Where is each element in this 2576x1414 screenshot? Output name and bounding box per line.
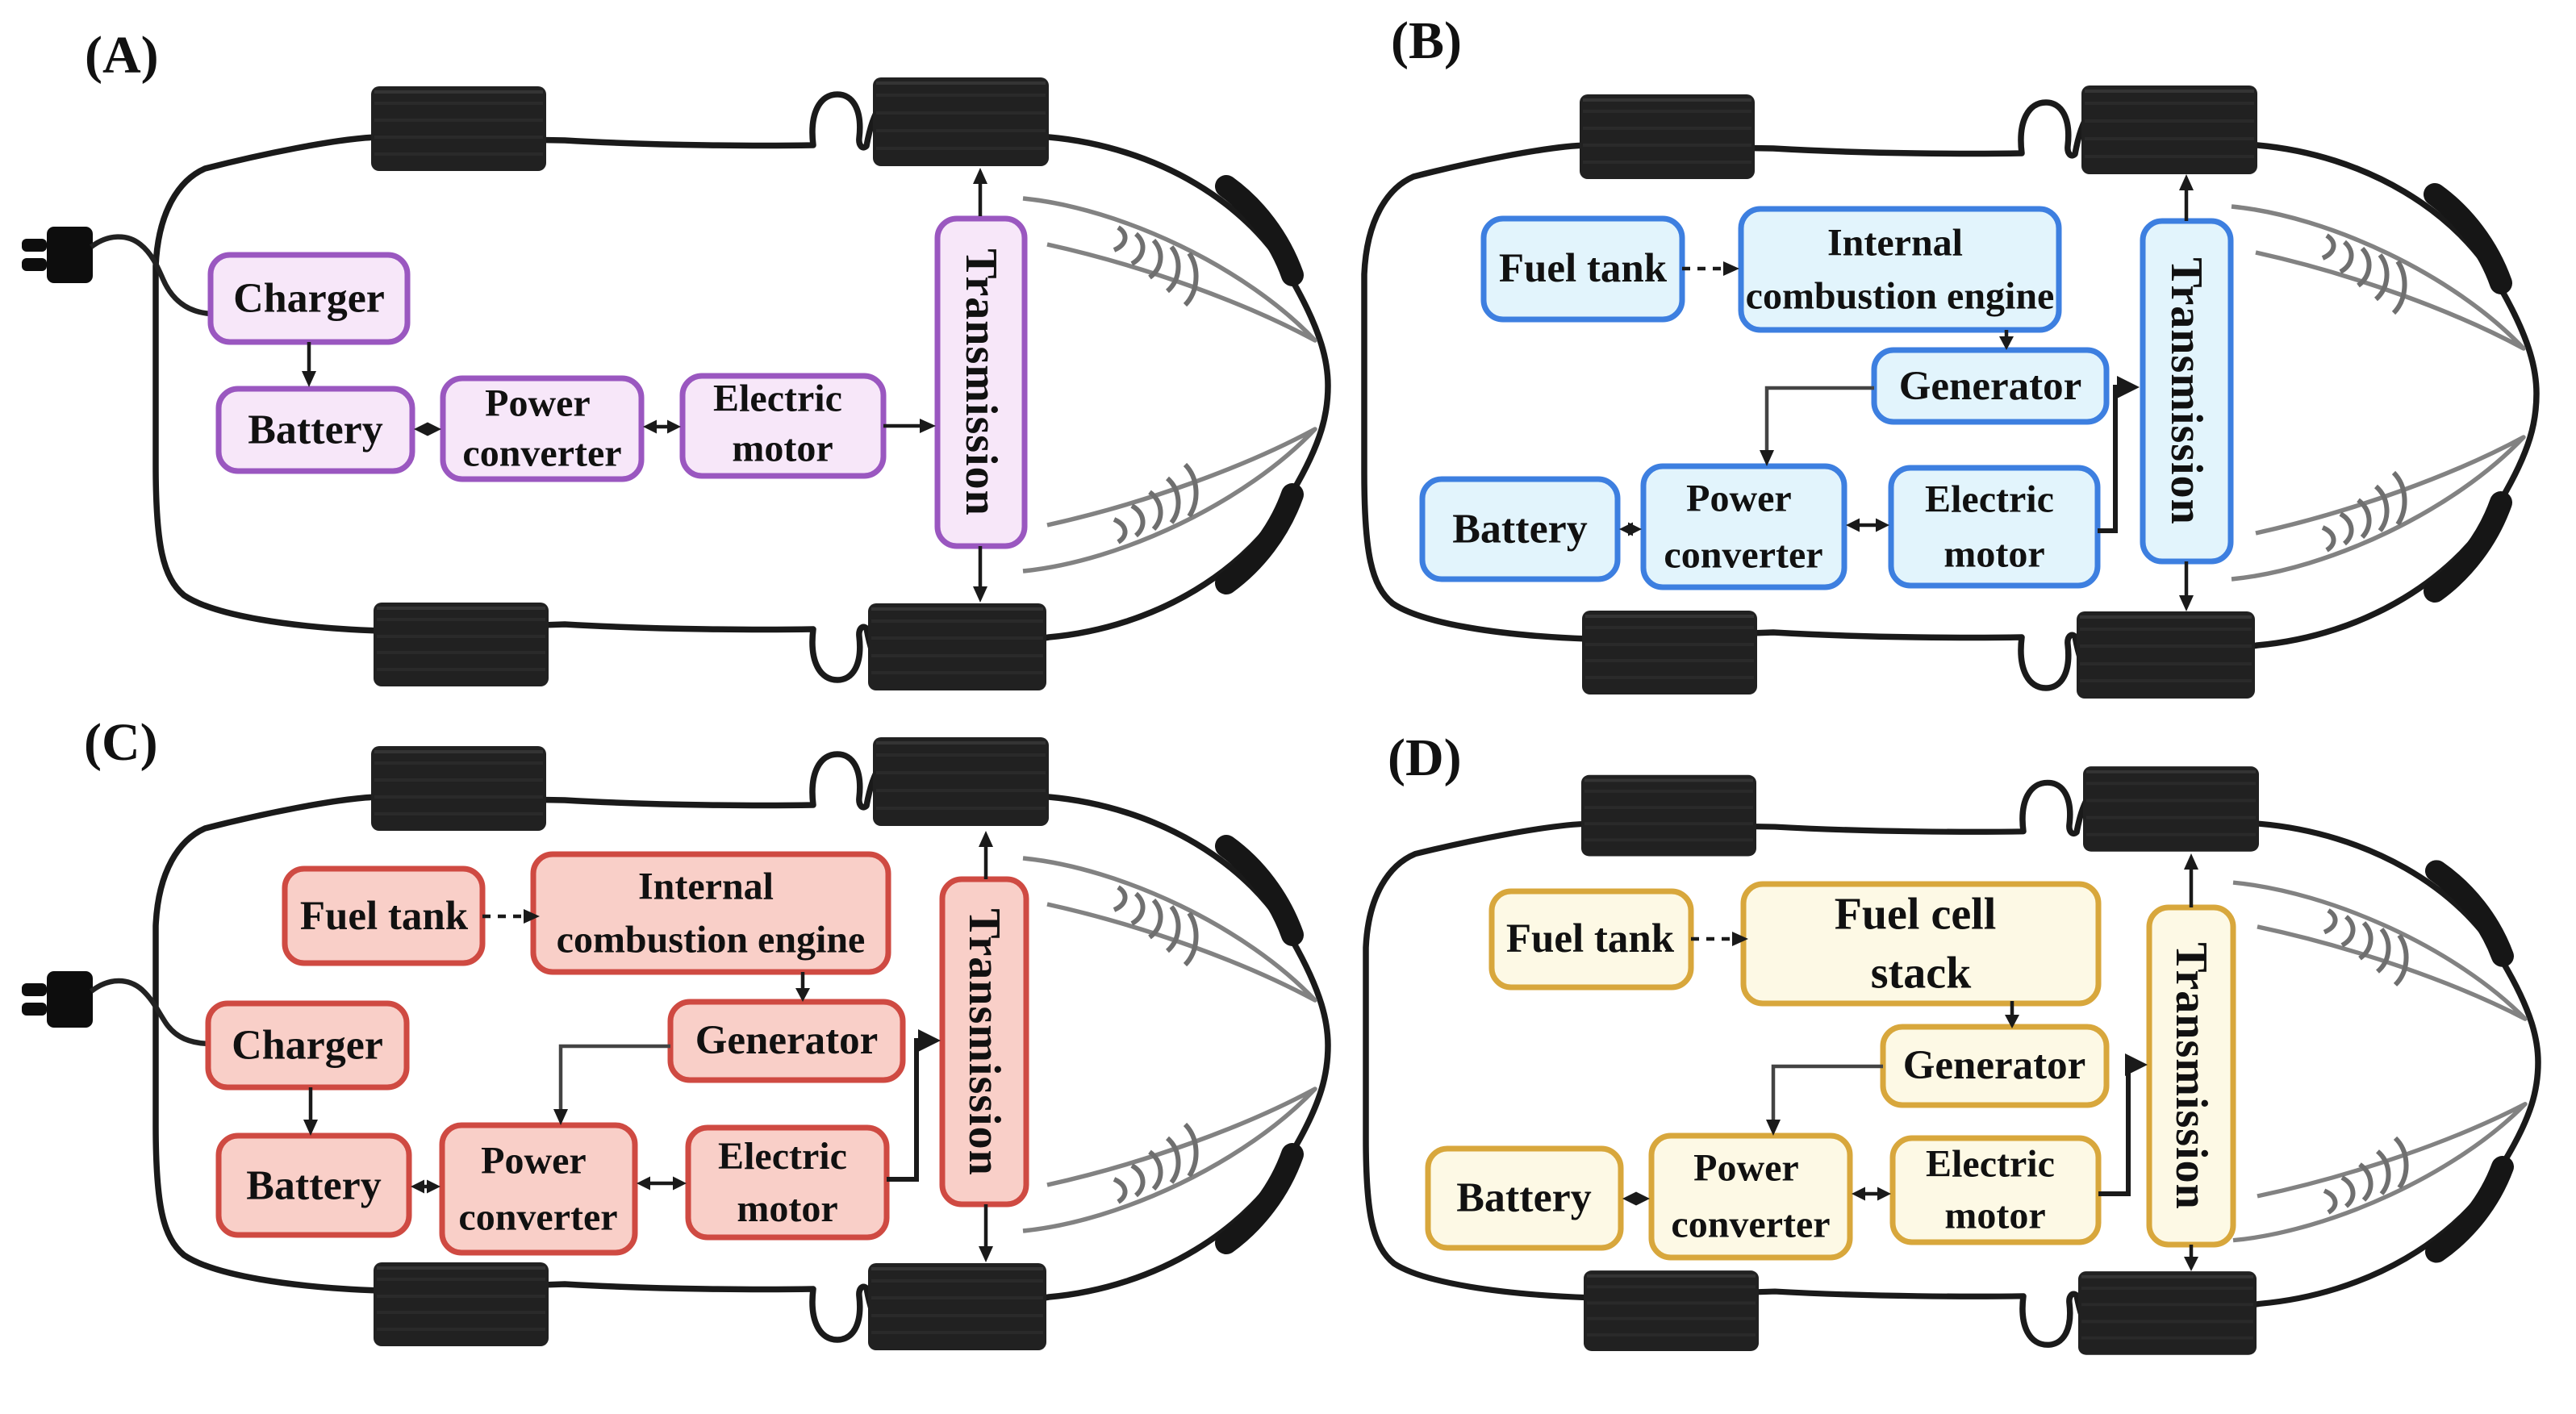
svg-text:Transmission: Transmission xyxy=(956,248,1006,515)
svg-text:Battery: Battery xyxy=(248,407,382,453)
svg-text:Power converter: Power converter xyxy=(1664,465,1822,577)
svg-text:Internal combustion engine: Internal combustion engine xyxy=(557,853,866,961)
svg-text:(D): (D) xyxy=(1388,728,1462,787)
svg-text:Electric motor: Electric motor xyxy=(1925,465,2064,576)
svg-text:Battery: Battery xyxy=(246,1163,381,1209)
svg-text:Charger: Charger xyxy=(233,276,385,322)
svg-text:Fuel cell stack: Fuel cell stack xyxy=(1835,875,2008,999)
svg-text:(B): (B) xyxy=(1391,11,1462,70)
svg-text:Electric motor: Electric motor xyxy=(713,365,852,470)
svg-text:Fuel tank: Fuel tank xyxy=(1499,246,1668,291)
svg-text:(A): (A) xyxy=(85,26,159,85)
svg-text:Battery: Battery xyxy=(1456,1175,1591,1221)
svg-text:Generator: Generator xyxy=(1903,1043,2086,1088)
svg-text:Power converter: Power converter xyxy=(462,369,621,475)
svg-text:Electric motor: Electric motor xyxy=(1926,1130,2065,1237)
svg-text:Power converter: Power converter xyxy=(458,1127,617,1239)
svg-text:Internal combustion engine: Internal combustion engine xyxy=(1746,209,2055,318)
svg-text:Generator: Generator xyxy=(695,1018,879,1063)
svg-text:Transmission: Transmission xyxy=(959,908,1009,1175)
svg-text:Power converter: Power converter xyxy=(1671,1134,1830,1246)
svg-text:Charger: Charger xyxy=(232,1023,383,1069)
svg-text:Electric motor: Electric motor xyxy=(718,1123,857,1231)
svg-text:Generator: Generator xyxy=(1899,364,2082,409)
svg-text:Transmission: Transmission xyxy=(2166,942,2216,1209)
svg-text:(C): (C) xyxy=(84,713,158,772)
svg-text:Fuel tank: Fuel tank xyxy=(300,894,469,939)
svg-text:Fuel tank: Fuel tank xyxy=(1506,916,1675,961)
svg-text:Battery: Battery xyxy=(1452,507,1587,553)
svg-text:Transmission: Transmission xyxy=(2161,257,2211,524)
